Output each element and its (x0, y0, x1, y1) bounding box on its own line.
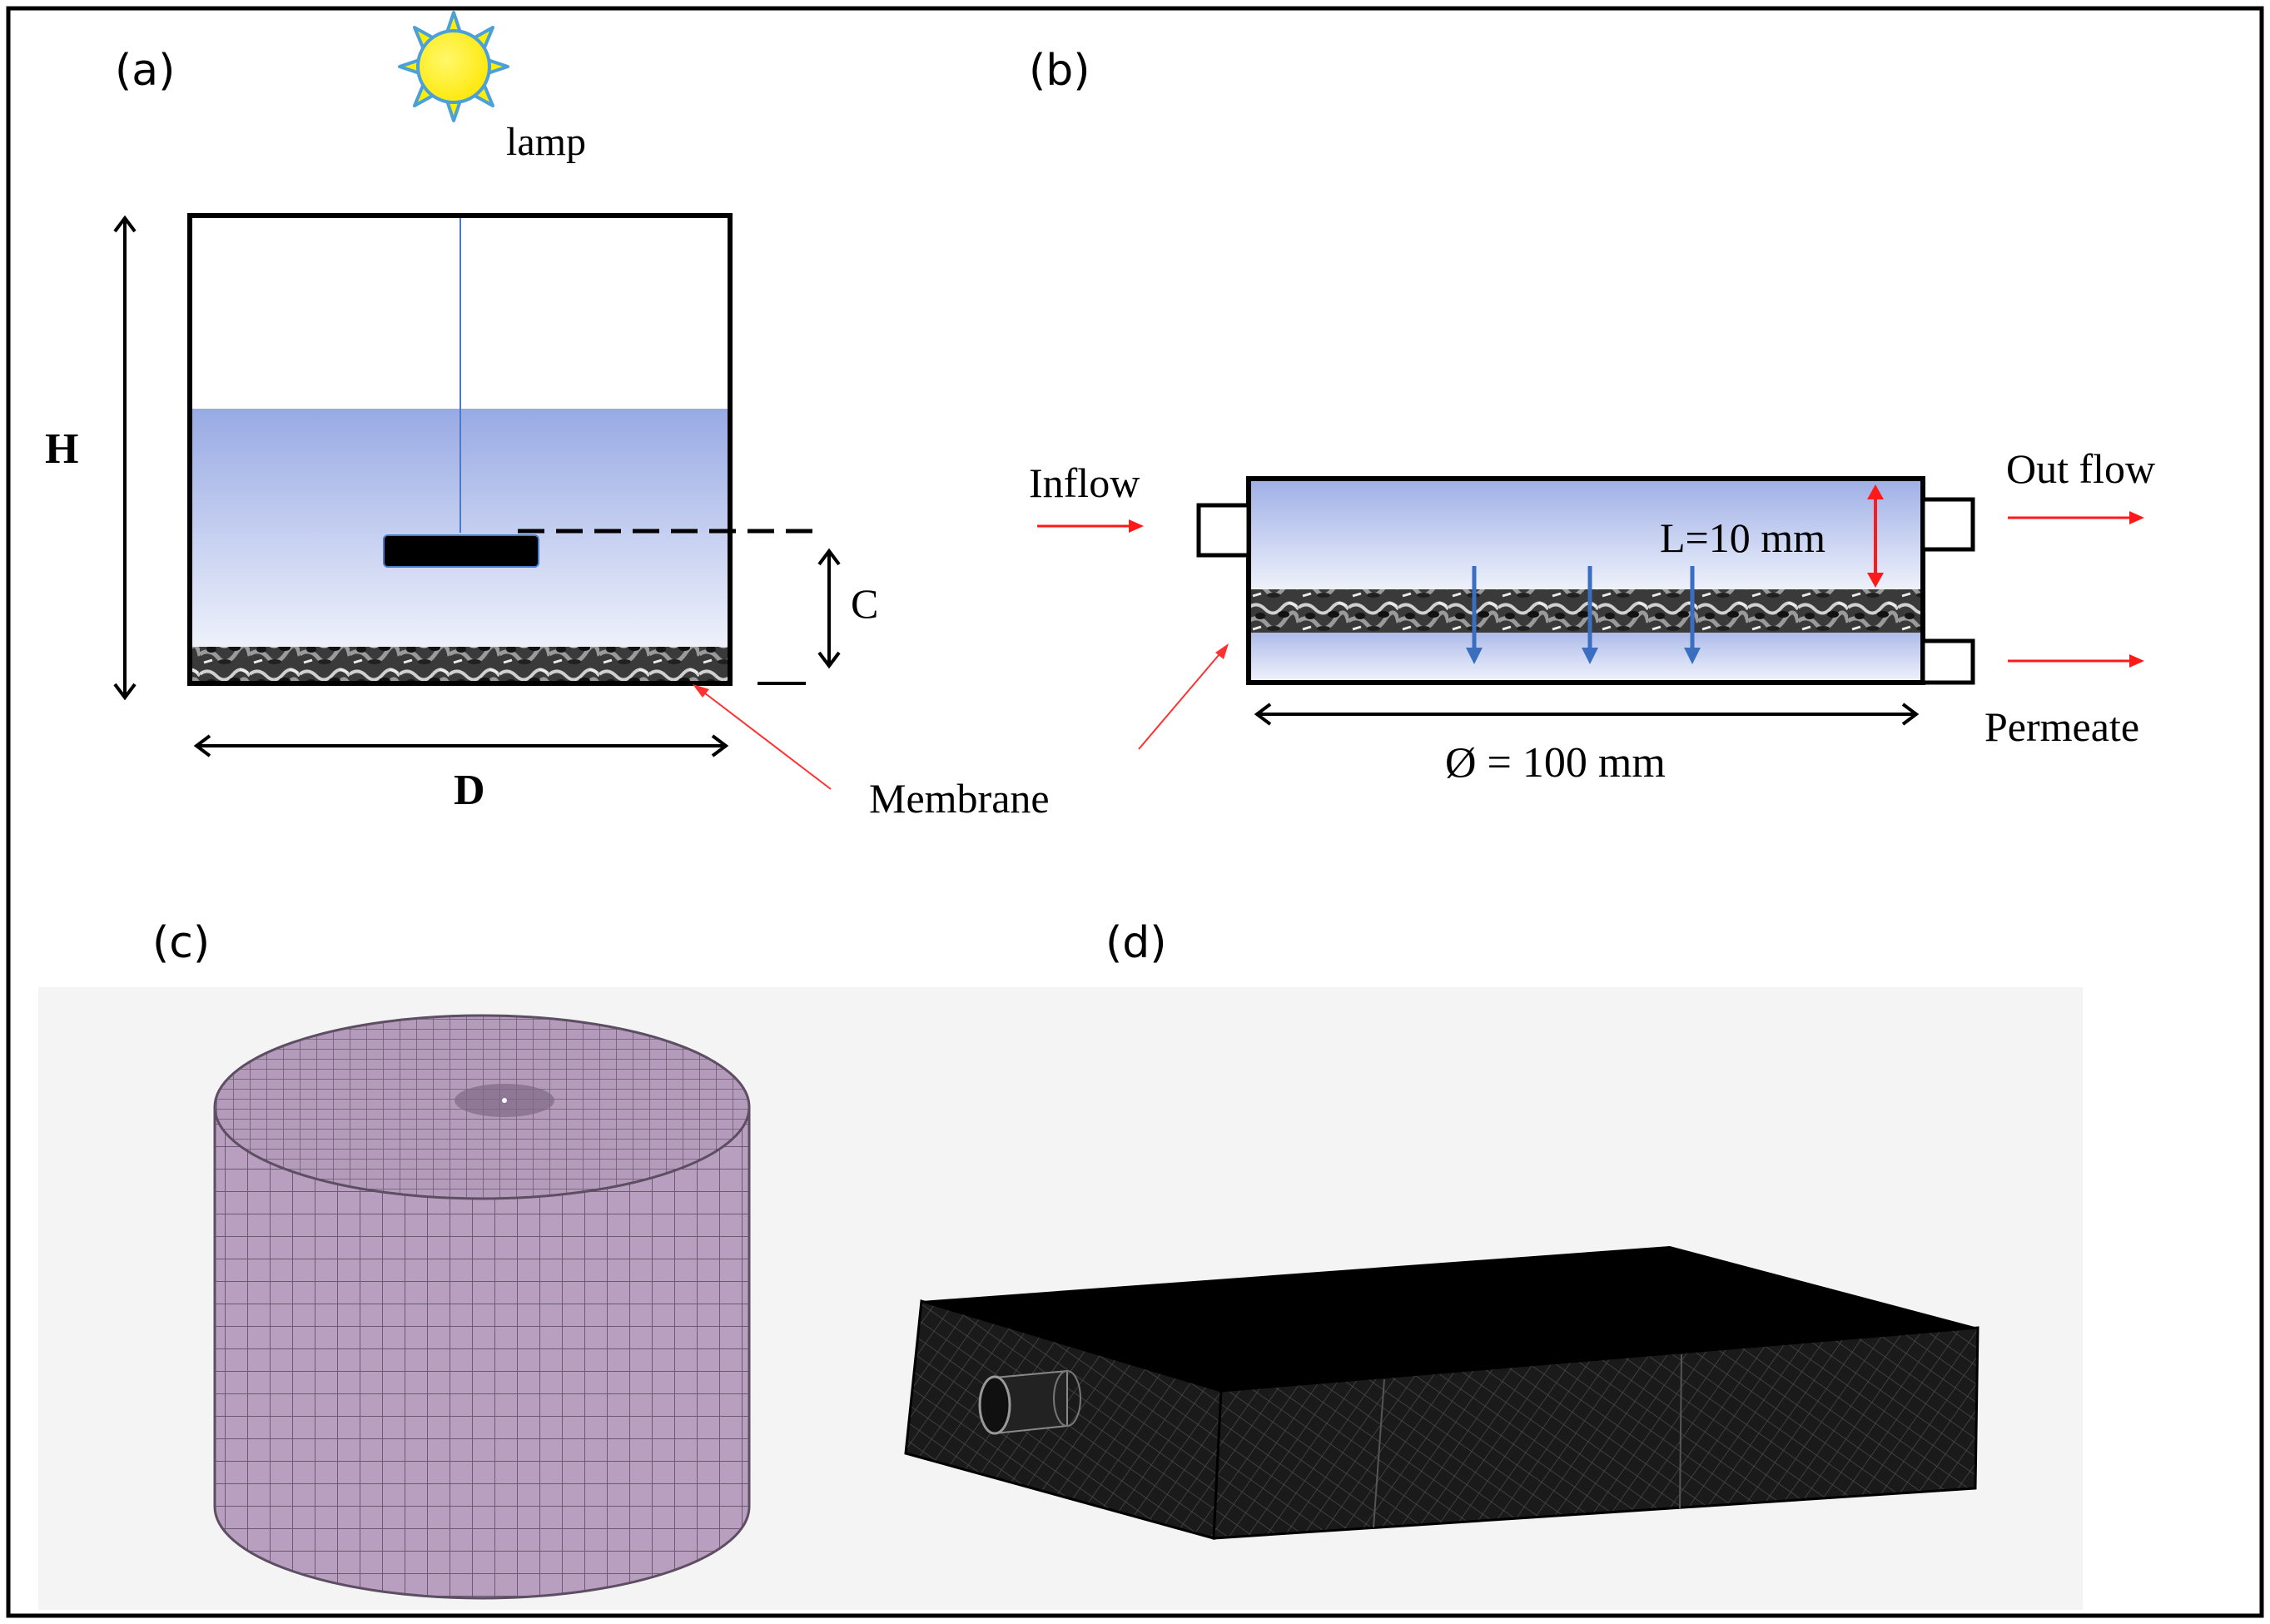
channel-height-arrow (1867, 484, 1884, 588)
box-port-mesh (978, 1369, 1081, 1435)
panel-c-label: (c) (152, 918, 210, 968)
membrane-label: Membrane (869, 775, 1050, 822)
membrane-layer-b (1249, 589, 1923, 633)
panel-a: (a) lamp (45, 11, 878, 814)
c-dimension-arrow (817, 548, 841, 669)
permeate-port (1920, 638, 1975, 685)
d-dimension-arrow (193, 734, 729, 757)
b-diameter-arrow (1254, 703, 1920, 726)
panel-a-label: (a) (115, 46, 175, 96)
permeate-channel (1249, 633, 1923, 683)
h-dimension-arrow (113, 215, 137, 701)
diameter-d-label: D (454, 767, 485, 814)
outlet-port (1920, 497, 1975, 552)
figure-border (6, 6, 2264, 1618)
panel-d-box-mesh (904, 1246, 1979, 1540)
inlet-port (1196, 503, 1251, 558)
permeation-arrows (1466, 566, 1701, 664)
inflow-label: Inflow (1029, 459, 1140, 506)
distance-c-label: C (851, 580, 878, 627)
crossflow-cell (1246, 476, 1925, 685)
lamp-label: lamp (506, 120, 586, 164)
panel-b: (b) L=10 mm Inflow (1029, 46, 2155, 787)
b-diameter-label: Ø = 100 mm (1445, 739, 1666, 787)
panel-b-label: (b) (1029, 46, 1090, 96)
permeate-arrow (2008, 654, 2144, 668)
membrane-callout: Membrane (693, 643, 1229, 822)
inflow-arrow (1037, 519, 1144, 533)
outflow-label: Out flow (2006, 445, 2155, 492)
panel-c-cylinder-mesh (213, 1014, 751, 1600)
height-h-label: H (45, 425, 78, 473)
feed-channel (1249, 481, 1923, 589)
lamp-icon (398, 11, 509, 122)
box-top-face (921, 1246, 1978, 1391)
reactor-tank (187, 213, 733, 686)
outflow-arrow (2008, 511, 2144, 524)
box-front-face (1212, 1326, 1979, 1540)
membrane-layer (190, 647, 730, 683)
uv-lamp (383, 534, 539, 568)
permeate-label: Permeate (1984, 703, 2139, 750)
panel-d-label: (d) (1105, 918, 1167, 968)
channel-height-label: L=10 mm (1660, 514, 1825, 561)
